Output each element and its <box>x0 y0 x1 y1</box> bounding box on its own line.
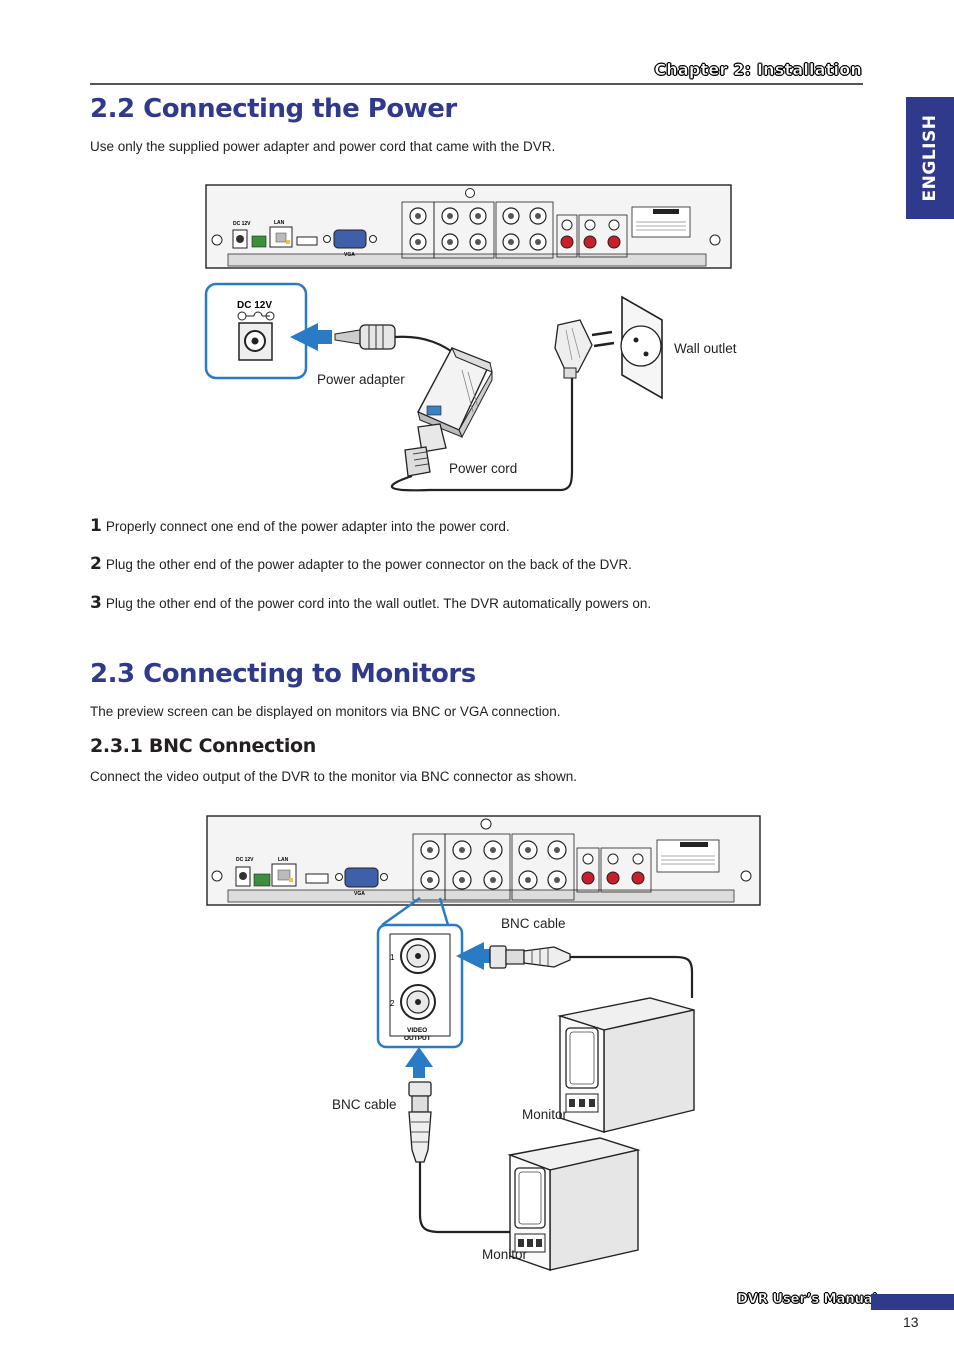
step-1-text: Properly connect one end of the power ad… <box>105 519 510 534</box>
power-cord <box>391 370 574 492</box>
section-intro-power: Use only the supplied power adapter and … <box>90 139 556 154</box>
language-tab: ENGLISH <box>906 97 954 219</box>
subsection-intro-bnc: Connect the video output of the DVR to t… <box>90 769 578 784</box>
label-wall-outlet: Wall outlet <box>674 341 737 356</box>
label-bnc-cable-left: BNC cable <box>332 1097 397 1112</box>
callout-line-left <box>381 896 421 927</box>
language-tab-label: ENGLISH <box>920 114 940 202</box>
dvr-back-panel-2: DC 12V LAN VGA <box>206 815 761 906</box>
callout-line-right <box>438 897 450 926</box>
page-number: 13 <box>903 1314 919 1330</box>
section-title-monitors: 2.3 Connecting to Monitors <box>90 659 476 689</box>
arrow-to-port-2-icon <box>405 1047 433 1078</box>
label-monitor-bottom: Monitor <box>482 1247 528 1262</box>
arrow-to-port-1-icon <box>456 942 496 970</box>
callout-dc-label: DC 12V <box>237 300 272 311</box>
subsection-title-bnc: 2.3.1 BNC Connection <box>90 735 317 757</box>
panel2-vga-label: VGA <box>354 891 365 897</box>
power-cord-plug <box>404 423 447 477</box>
header-divider <box>90 83 863 85</box>
monitor-right <box>557 997 695 1133</box>
panel2-lan-label: LAN <box>278 857 289 863</box>
panel-dc-label: DC 12V <box>233 221 251 227</box>
section-title-power: 2.2 Connecting the Power <box>90 94 457 124</box>
footer-accent-bar <box>871 1294 954 1310</box>
bnc-diagram: DC 12V LAN VGA 1 2 VIDEO OUTPUT <box>206 815 761 1271</box>
dc-plug <box>334 324 461 359</box>
step-1-number: 1 <box>90 516 102 536</box>
label-bnc-cable-top: BNC cable <box>501 916 566 931</box>
panel-vga-label: VGA <box>344 252 355 258</box>
bnc-cable-left <box>408 1081 510 1234</box>
bnc-cable-top <box>489 945 694 998</box>
step-2-text: Plug the other end of the power adapter … <box>105 557 632 572</box>
panel-lan-label: LAN <box>274 220 285 226</box>
label-power-cord: Power cord <box>449 461 518 476</box>
callout-port-2: 2 <box>390 999 395 1008</box>
label-power-adapter: Power adapter <box>317 372 405 387</box>
power-connection-figure: DC 12V LAN VGA DC 12V <box>200 180 760 495</box>
dvr-back-panel: DC 12V LAN VGA <box>205 184 732 269</box>
monitor-bottom <box>507 1137 641 1271</box>
panel2-dc-label: DC 12V <box>236 857 254 863</box>
power-adapter <box>417 347 493 439</box>
callout-arrow-icon <box>290 323 332 351</box>
label-monitor-right: Monitor <box>522 1107 568 1122</box>
callout-output: OUTPUT <box>404 1035 431 1042</box>
step-2-number: 2 <box>90 554 102 574</box>
step-3-number: 3 <box>90 593 102 613</box>
chapter-title: Chapter 2: Installation <box>654 60 862 80</box>
wall-outlet <box>620 295 663 400</box>
step-3-text: Plug the other end of the power cord int… <box>105 596 652 611</box>
dc-polarity-icon <box>237 311 275 321</box>
footer-manual-title: DVR User’s Manual <box>737 1292 878 1308</box>
section-intro-monitors: The preview screen can be displayed on m… <box>90 704 561 719</box>
bnc-connection-figure: DC 12V LAN VGA 1 2 VIDEO OUTPUT <box>200 810 770 1280</box>
callout-video: VIDEO <box>407 1027 427 1034</box>
power-diagram: DC 12V LAN VGA DC 12V <box>204 184 732 492</box>
wall-plug <box>554 319 615 379</box>
callout-port-1: 1 <box>390 953 395 962</box>
